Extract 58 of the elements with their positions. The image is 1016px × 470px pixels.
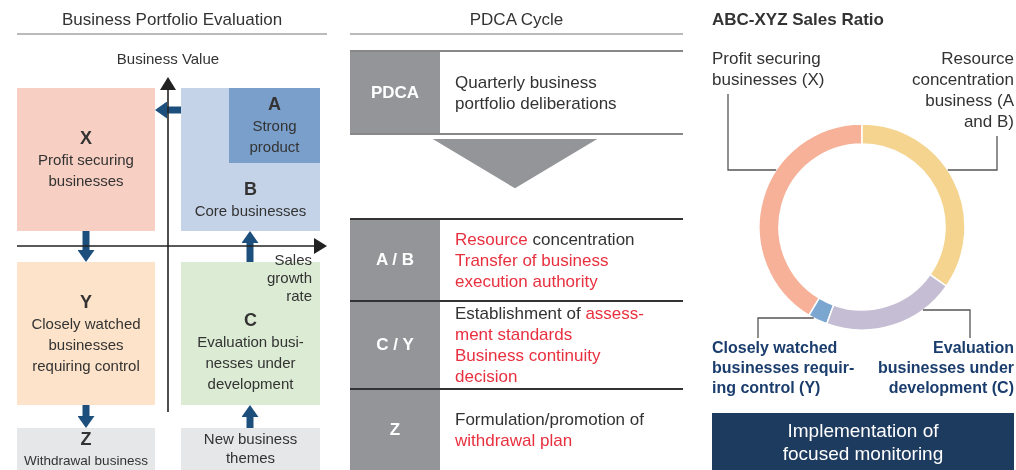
donut-segment — [808, 297, 835, 325]
row-header: C / Y — [350, 302, 440, 388]
callout-text: Evaluation businesses under development (C) — [876, 338, 1014, 398]
axis-label: Sales growth rate — [265, 251, 312, 305]
row-text: Transfer of business execution authority — [455, 249, 610, 292]
section-heading: ABC-XYZ Sales Ratio — [712, 9, 885, 31]
quadrant-label: Core businesses — [193, 201, 308, 221]
table-row — [350, 388, 683, 470]
table-row — [350, 300, 683, 388]
arrow — [155, 101, 181, 119]
quadrant-letter: C — [243, 310, 258, 331]
row-text: Resource concentration — [455, 228, 636, 250]
quadrant-box — [181, 428, 320, 470]
arrow — [77, 231, 95, 262]
leader-line — [727, 93, 777, 171]
quadrant-letter: Z — [79, 429, 93, 450]
quadrant-label: Evaluation busi- nesses under development — [196, 332, 305, 394]
donut-segment — [826, 273, 948, 331]
table-row — [350, 218, 683, 300]
leader-line — [922, 309, 971, 339]
callout-text: Closely watched businesses requir- ing control (Y) — [712, 338, 856, 398]
arrow — [241, 405, 259, 428]
section-heading: PDCA Cycle — [468, 9, 565, 31]
row-text: Formulation/promotion of withdrawal plan — [455, 409, 645, 451]
row-text: Quarterly business portfolio deliberations — [455, 71, 618, 114]
donut-segment — [758, 123, 863, 317]
callout-text: Profit securing businesses (X) — [712, 48, 826, 90]
axis-label: Business Value — [115, 49, 221, 69]
banner-box — [712, 413, 1014, 470]
quadrant-letter: B — [243, 179, 258, 200]
flow-arrow — [432, 139, 598, 189]
quadrant-box — [17, 262, 155, 405]
quadrant-label: Strong product — [248, 116, 301, 157]
quadrant-letter: X — [79, 128, 93, 149]
quadrant-label: Withdrawal business — [23, 452, 149, 470]
arrow — [77, 405, 95, 428]
donut-segment — [861, 123, 966, 287]
quadrant-box — [17, 88, 155, 231]
callout-text: Resource concentration business (A and B) — [910, 48, 1014, 132]
row-header: A / B — [350, 220, 440, 300]
quadrant-label: Closely watched businesses requiring control — [30, 313, 142, 376]
quadrant-box — [229, 88, 320, 163]
quadrant-box — [181, 88, 320, 231]
arrow — [241, 231, 259, 262]
quadrant-letter: Y — [79, 291, 93, 313]
section-heading: Business Portfolio Evaluation — [60, 9, 284, 31]
quadrant-label: New business themes — [202, 429, 299, 467]
row-header: PDCA — [350, 52, 440, 133]
table-row — [350, 50, 683, 135]
banner-text: Implementation of focused monitoring — [781, 418, 945, 465]
quadrant-letter: A — [267, 94, 282, 115]
row-text: Establishment of assess- ment standards — [455, 303, 645, 345]
row-header: Z — [350, 390, 440, 470]
leader-line — [947, 135, 998, 171]
quadrant-label: Profit securing businesses — [37, 150, 135, 191]
leader-line — [757, 317, 815, 339]
row-text: Business continuity decision — [455, 345, 602, 387]
quadrant-box — [17, 428, 155, 470]
